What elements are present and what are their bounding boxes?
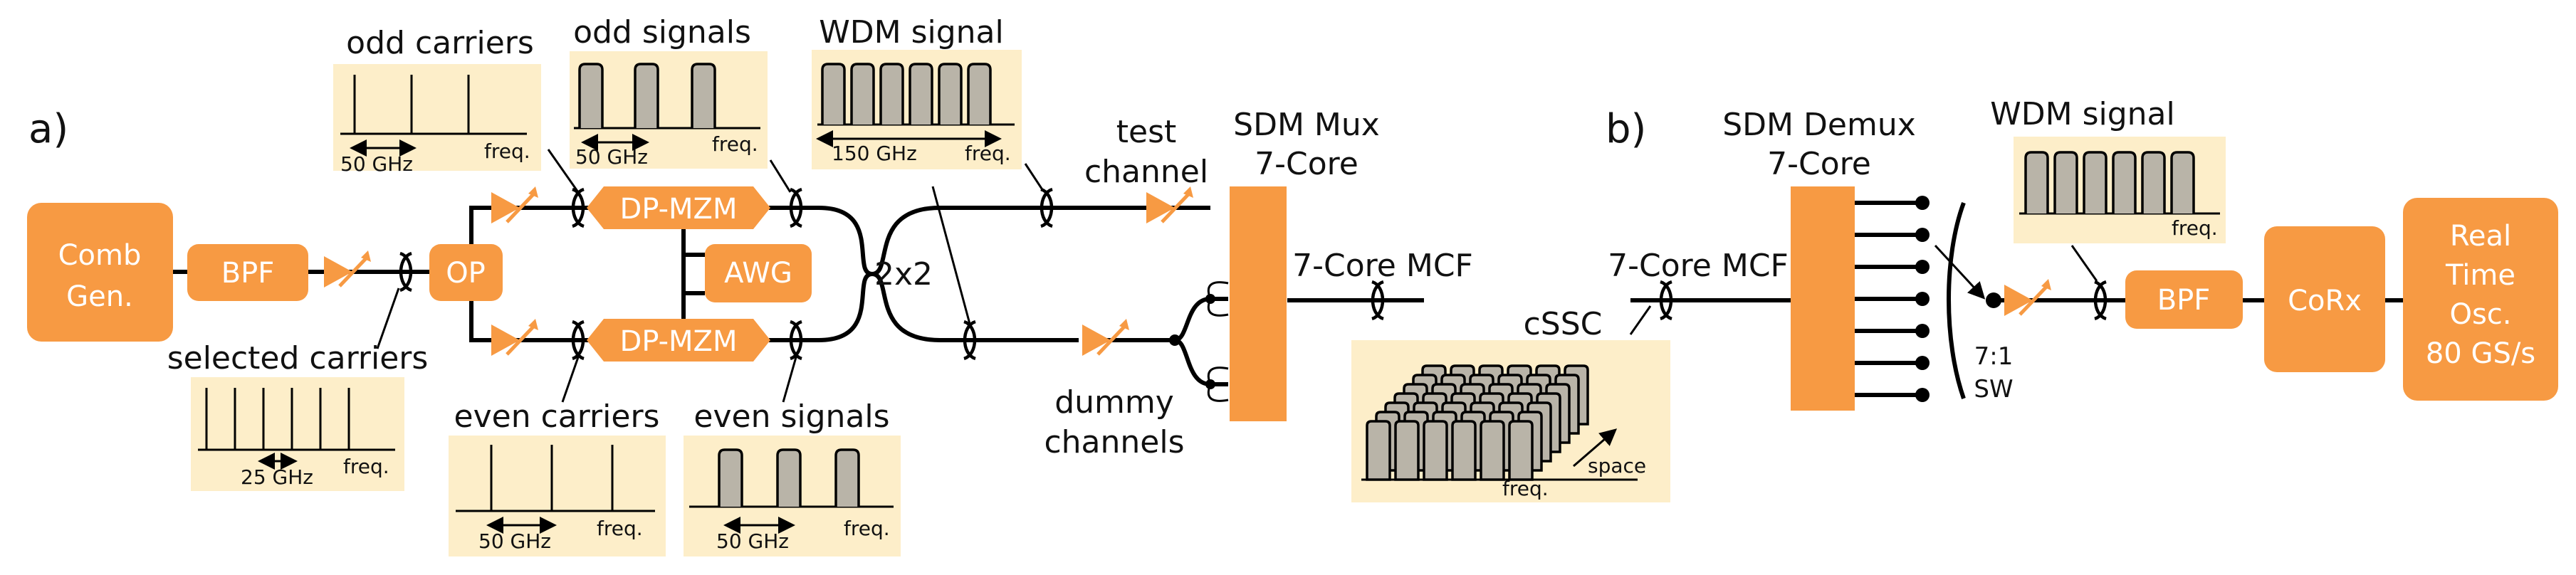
demux-output-port <box>1915 196 1930 210</box>
even-signals-title: even signals <box>693 399 889 435</box>
wdm-signal-b-axis: freq. <box>2172 216 2218 240</box>
bpf-b-label: BPF <box>2157 284 2211 317</box>
op-label: OP <box>446 257 486 290</box>
wdm-signal-b-inset: WDM signal freq. <box>1990 96 2226 282</box>
dummy-channels-label-2: channels <box>1044 424 1184 460</box>
sdm-mux <box>1230 186 1287 421</box>
dpmzm-bottom-label: DP-MZM <box>620 325 738 358</box>
corx: CoRx <box>2264 226 2385 372</box>
wdm-signal-a-axis: freq. <box>965 142 1011 165</box>
switch-label-1: 7:1 <box>1974 342 2014 371</box>
switch-label-2: SW <box>1974 375 2013 403</box>
osc-label-3: Osc. <box>2449 298 2511 331</box>
amplifier-icon <box>324 250 371 288</box>
comb-label-2: Gen. <box>66 280 133 313</box>
comb-label-1: Comb <box>58 239 142 272</box>
demux-output-port <box>1915 292 1930 306</box>
comb-generator: Comb Gen. <box>27 203 173 342</box>
inset-pointers <box>376 149 1044 403</box>
demux-output-port <box>1915 388 1930 402</box>
osc-label-4: 80 GS/s <box>2426 337 2535 370</box>
sdm-mux-label-2: 7-Core <box>1255 146 1358 182</box>
cssc-slot <box>1451 420 1477 481</box>
panel-b-label: b) <box>1606 106 1646 152</box>
awg: AWG <box>705 244 812 302</box>
even-carriers-spacing: 50 GHz <box>478 529 551 553</box>
demux-output-port <box>1915 356 1930 370</box>
odd-signals-axis: freq. <box>712 132 758 156</box>
dpmzm-top-label: DP-MZM <box>620 193 738 226</box>
demux-output-port <box>1915 228 1930 242</box>
odd-carriers-title: odd carriers <box>346 25 534 61</box>
real-time-oscilloscope: Real Time Osc. 80 GS/s <box>2403 198 2558 401</box>
cssc-inset: cSSC space freq. <box>1351 305 1670 502</box>
dummy-channels-label-1: dummy <box>1054 384 1174 421</box>
test-channel-label-1: test <box>1116 114 1177 150</box>
amplifier-icon <box>1146 186 1193 223</box>
even-carriers-inset: even carriers 50 GHz freq. <box>449 399 666 556</box>
odd-carriers-spacing: 50 GHz <box>340 152 413 176</box>
test-channel-label-2: channel <box>1084 154 1208 190</box>
osc-label-2: Time <box>2445 259 2515 292</box>
odd-signals-title: odd signals <box>573 14 751 51</box>
sdm-demux-label-1: SDM Demux <box>1722 107 1916 143</box>
mcf-a-label: 7-Core MCF <box>1292 248 1473 284</box>
cssc-slot <box>1394 420 1420 481</box>
even-signals-spacing: 50 GHz <box>716 529 789 553</box>
mcf-b-label: 7-Core MCF <box>1608 248 1789 284</box>
cssc-slot <box>1508 420 1534 481</box>
dpmzm-top: DP-MZM <box>587 186 770 229</box>
bpf-a-label: BPF <box>221 257 275 290</box>
amplifier-icon <box>491 319 538 356</box>
dpmzm-bottom: DP-MZM <box>587 319 770 362</box>
selected-carriers-inset: selected carriers 25 GHz freq. <box>167 340 429 491</box>
wdm-signal-a-title: WDM signal <box>819 14 1004 51</box>
even-carriers-title: even carriers <box>454 399 660 435</box>
cssc-slot <box>1423 420 1448 481</box>
panel-a-label: a) <box>28 106 68 152</box>
sdm-mux-label-1: SDM Mux <box>1233 107 1380 143</box>
odd-carriers-inset: odd carriers 50 GHz freq. <box>333 25 541 176</box>
switch-arc <box>1947 201 1966 399</box>
selected-carriers-axis: freq. <box>343 455 389 478</box>
sdm-demux-label-2: 7-Core <box>1767 146 1871 182</box>
selected-carriers-spacing: 25 GHz <box>241 465 313 489</box>
wdm-signal-b-title: WDM signal <box>1990 96 2175 132</box>
amplifier-icon <box>2004 279 2051 316</box>
even-signals-axis: freq. <box>844 517 890 540</box>
coupler-label: 2x2 <box>874 256 933 292</box>
corx-label: CoRx <box>2288 285 2362 317</box>
demux-output-port <box>1915 260 1930 274</box>
even-signals-inset: even signals 50 GHz freq. <box>684 399 901 556</box>
bpf-b: BPF <box>2125 270 2243 329</box>
odd-signals-inset: odd signals 50 GHz freq. <box>570 14 768 169</box>
amplifier-icon <box>491 186 538 223</box>
cssc-slot <box>1366 420 1391 481</box>
demux-outputs <box>1855 196 1930 402</box>
cssc-slot <box>1480 420 1505 481</box>
awg-label: AWG <box>724 257 792 290</box>
even-carriers-axis: freq. <box>597 517 643 540</box>
odd-carriers-axis: freq. <box>484 139 530 163</box>
sdm-demux <box>1791 186 1855 411</box>
selected-carriers-title: selected carriers <box>167 340 429 376</box>
osc-label-1: Real <box>2450 220 2511 253</box>
cssc-x-axis: freq. <box>1502 477 1549 500</box>
bpf-a: BPF <box>187 244 308 301</box>
amplifier-icon <box>1082 319 1129 356</box>
cssc-depth-axis: space <box>1588 454 1646 478</box>
odd-signals-spacing: 50 GHz <box>575 145 648 169</box>
wdm-signal-a-spacing: 150 GHz <box>832 142 917 165</box>
demux-output-port <box>1915 324 1930 338</box>
wdm-signal-a-inset: WDM signal 150 GHz freq. <box>812 14 1022 169</box>
cssc-title: cSSC <box>1524 306 1603 342</box>
optical-processor: OP <box>429 244 503 301</box>
